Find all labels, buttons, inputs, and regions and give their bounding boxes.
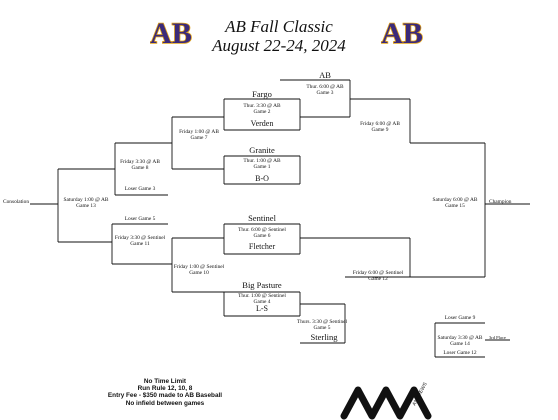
- game-2-info: Thur. 3:30 @ AB Game 2: [243, 103, 281, 115]
- team-bo: B-O: [255, 174, 269, 183]
- game-9-time: Friday 6:00 @ AB: [360, 121, 400, 127]
- slot-loser-game-5: Loser Game 5: [124, 216, 156, 222]
- ab-logo-right: AB: [381, 16, 423, 51]
- game-11-label: Game 11: [130, 240, 150, 247]
- note-infield: No infield between games: [125, 399, 205, 407]
- note-run-rule: Run Rule 12, 10, 8: [137, 385, 193, 393]
- team-ab: AB: [319, 70, 331, 80]
- game-14-label: Game 14: [450, 340, 470, 347]
- slot-loser-game-12: Loser Game 12: [443, 350, 477, 356]
- game-13-time: Saturday 1:00 @ AB: [63, 197, 109, 203]
- game-6-label: Game 6: [253, 232, 271, 239]
- label-champion: Champion: [489, 199, 512, 205]
- page-title: AB Fall Classic: [225, 17, 333, 36]
- team-granite: Granite: [249, 145, 275, 155]
- game-3-label: Game 3: [316, 89, 334, 96]
- team-ls: L-S: [256, 304, 268, 313]
- game-7-time: Friday 1:00 @ AB: [179, 129, 219, 135]
- game-3-time: Thur. 6:00 @ AB: [306, 84, 344, 90]
- game-4-info: Thur. 1:00 @ Sentinel Game 4: [238, 293, 286, 305]
- game-1-label: Game 1: [253, 163, 271, 170]
- game-5-label: Game 5: [313, 324, 331, 331]
- game-13-info: Saturday 1:00 @ AB Game 13: [63, 197, 109, 209]
- game-12-time: Friday 6:00 @ Sentinel: [352, 270, 404, 276]
- game-7-label: Game 7: [190, 134, 208, 141]
- game-1-time: Thur. 1:00 @ AB: [243, 158, 281, 164]
- game-4-time: Thur. 1:00 @ Sentinel: [238, 293, 286, 299]
- game-10-info: Friday 1:00 @ Sentinel Game 10: [173, 264, 225, 276]
- game-14-info: Saturday 3:30 @ AB Game 14: [437, 335, 483, 347]
- team-fargo: Fargo: [252, 89, 272, 99]
- page-subtitle: August 22-24, 2024: [212, 36, 346, 55]
- game-15-time: Saturday 6:00 @ AB: [432, 197, 478, 203]
- slot-loser-game-3: Loser Game 3: [124, 186, 156, 192]
- game-5-time: Thurs. 3:30 @ Sentinel: [296, 319, 348, 325]
- note-time-limit: No Time Limit: [143, 378, 187, 385]
- game-8-time: Friday 3:30 @ AB: [120, 159, 160, 165]
- slot-loser-game-9: Loser Game 9: [444, 315, 476, 321]
- label-consolation: Consolation: [3, 199, 30, 205]
- team-fletcher: Fletcher: [248, 242, 276, 251]
- tournament-notes: No Time Limit Run Rule 12, 10, 8 Entry F…: [90, 378, 240, 407]
- game-13-label: Game 13: [76, 202, 96, 209]
- game-10-time: Friday 1:00 @ Sentinel: [173, 264, 225, 270]
- game-12-info: Friday 6:00 @ Sentinel Game 12: [352, 270, 404, 282]
- team-sentinel: Sentinel: [248, 213, 276, 223]
- game-6-info: Thur. 6:00 @ Sentinel Game 6: [238, 227, 286, 239]
- team-verden: Verden: [250, 119, 274, 128]
- team-sterling: Sterling: [310, 332, 338, 342]
- game-11-time: Friday 3:30 @ Sentinel: [114, 235, 166, 241]
- game-1-info: Thur. 1:00 @ AB Game 1: [243, 158, 281, 170]
- game-14-time: Saturday 3:30 @ AB: [437, 335, 483, 341]
- ab-logo-left: AB: [150, 16, 192, 51]
- sponsor-logo: ANDREWS: [340, 382, 432, 420]
- game-9-label: Game 9: [371, 126, 389, 133]
- game-15-info: Saturday 6:00 @ AB Game 15: [432, 197, 478, 209]
- game-11-info: Friday 3:30 @ Sentinel Game 11: [114, 235, 166, 247]
- game-12-label: Game 12: [368, 275, 388, 282]
- game-9-info: Friday 6:00 @ AB Game 9: [360, 121, 400, 133]
- game-4-label: Game 4: [253, 298, 271, 305]
- game-3-info: Thur. 6:00 @ AB Game 3: [306, 84, 344, 96]
- game-5-info: Thurs. 3:30 @ Sentinel Game 5: [296, 319, 348, 331]
- game-10-label: Game 10: [189, 269, 209, 276]
- game-15-label: Game 15: [445, 202, 465, 209]
- game-2-label: Game 2: [253, 108, 271, 115]
- team-big-pasture: Big Pasture: [242, 280, 282, 290]
- game-6-time: Thur. 6:00 @ Sentinel: [238, 227, 286, 233]
- svg-text:AB: AB: [150, 17, 192, 50]
- label-third-place: 3rd Place: [489, 335, 506, 340]
- game-2-time: Thur. 3:30 @ AB: [243, 103, 281, 109]
- game-7-info: Friday 1:00 @ AB Game 7: [179, 129, 219, 141]
- svg-text:AB: AB: [381, 17, 423, 50]
- game-8-label: Game 8: [131, 164, 149, 171]
- game-8-info: Friday 3:30 @ AB Game 8: [120, 159, 160, 171]
- note-entry-fee: Entry Fee - $350 made to AB Baseball: [107, 392, 223, 400]
